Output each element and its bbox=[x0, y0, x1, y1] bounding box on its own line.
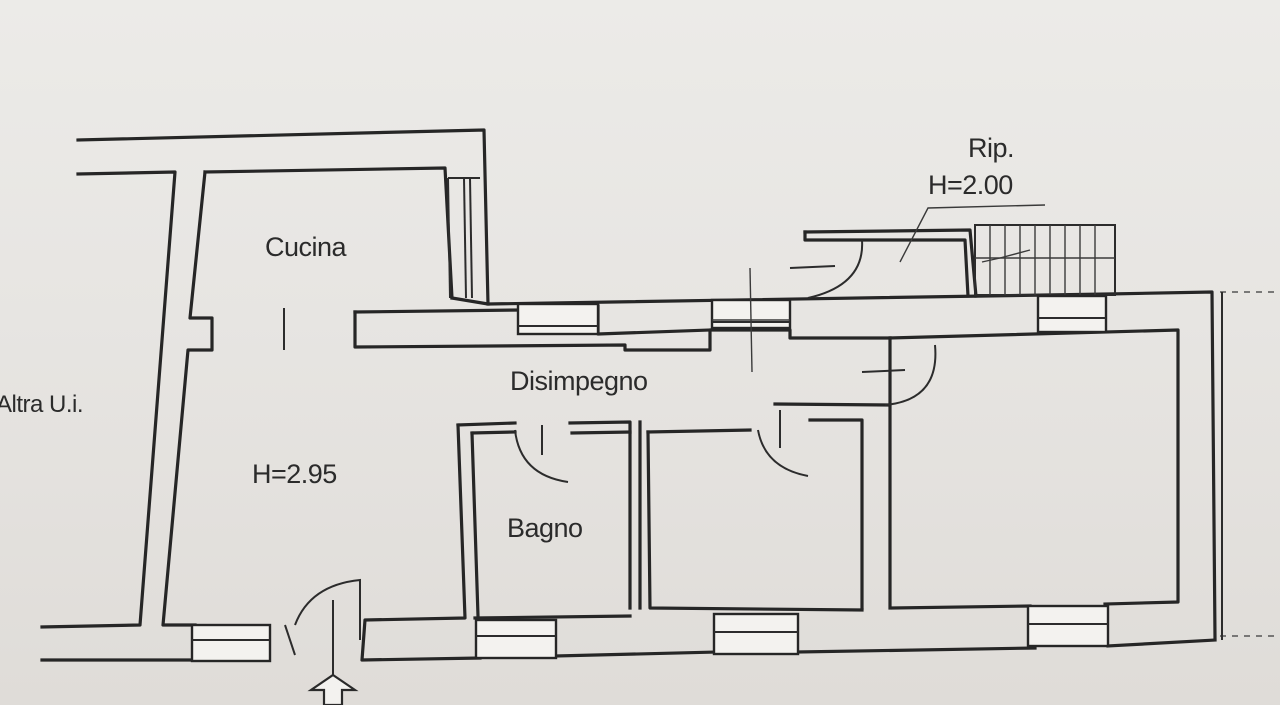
room-height-storage: H=2.00 bbox=[928, 170, 1013, 200]
bathroom-walls bbox=[360, 423, 1217, 662]
room-label-bathroom: Bagno bbox=[507, 513, 583, 543]
right-boundary bbox=[1220, 291, 1280, 640]
windows bbox=[190, 294, 1110, 663]
corridor-walls bbox=[353, 290, 1217, 640]
entrance-arrow-icon bbox=[307, 600, 359, 705]
storage-room bbox=[803, 204, 1116, 298]
room-label-hallway: Disimpegno bbox=[510, 366, 648, 396]
room-height-kitchen: H=2.95 bbox=[252, 459, 337, 489]
doors bbox=[283, 239, 937, 656]
outer-walls bbox=[40, 128, 490, 662]
label-neighbor-unit: Altra U.i. bbox=[0, 391, 84, 418]
room-label-kitchen: Cucina bbox=[265, 232, 347, 262]
room-label-storage: Rip. bbox=[968, 133, 1015, 163]
